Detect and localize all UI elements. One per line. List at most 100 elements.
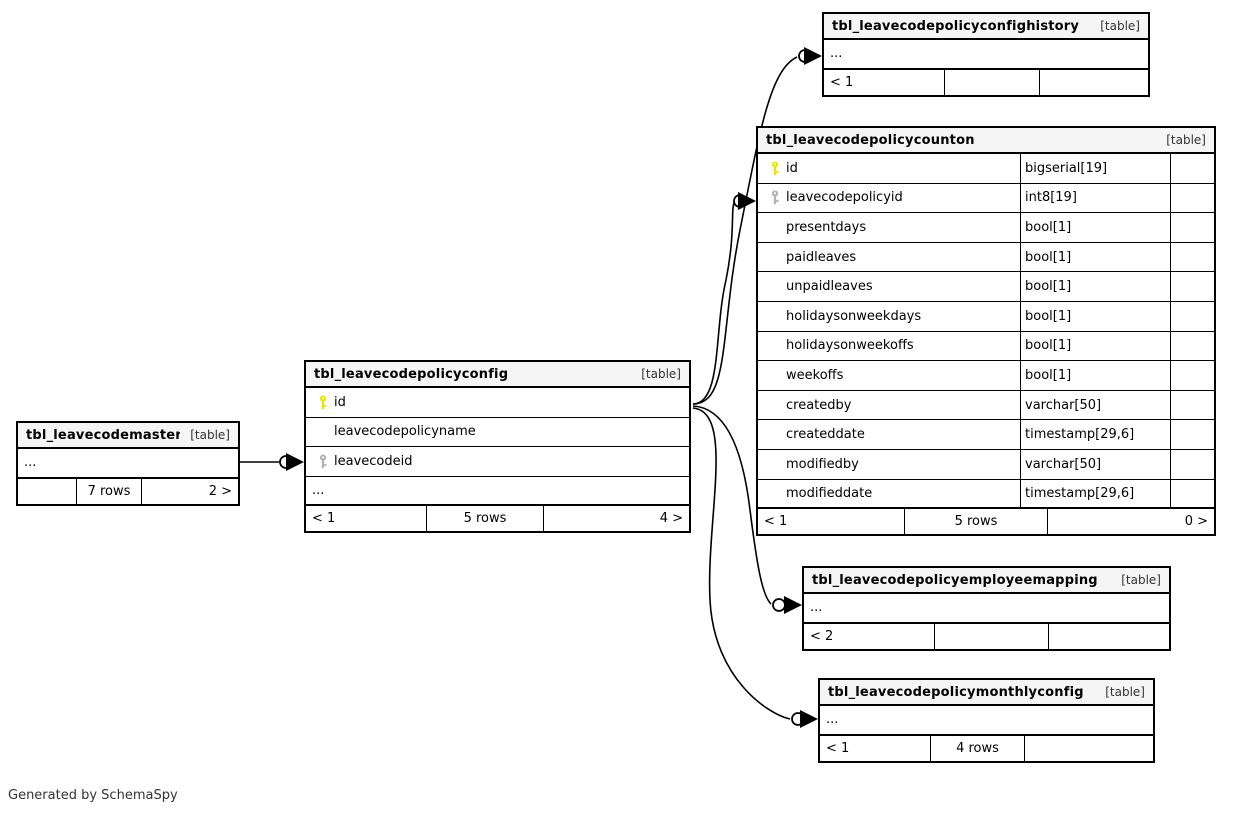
- column-extra-cell: [1170, 154, 1214, 183]
- column-name-cell: paidleaves: [758, 243, 1020, 272]
- column-row[interactable]: leavecodeid: [306, 447, 689, 477]
- column-name-label: createddate: [786, 427, 865, 443]
- column-row[interactable]: createddate timestamp[29,6]: [758, 420, 1214, 450]
- table-type-tag: [table]: [190, 428, 230, 442]
- foreign-key-icon: [764, 190, 786, 205]
- column-name-label: leavecodepolicyid: [786, 190, 903, 206]
- column-extra-cell: [1170, 390, 1214, 420]
- table-header: tbl_leavecodepolicycounton[table]: [758, 128, 1214, 154]
- columns-collapsed-ellipsis[interactable]: ...: [820, 706, 1153, 736]
- table-header: tbl_leavecodemaster[table]: [18, 423, 238, 449]
- column-type-cell: bool[1]: [1020, 331, 1170, 361]
- footer-parent-count[interactable]: [18, 479, 76, 504]
- column-type-cell: bool[1]: [1020, 361, 1170, 390]
- footer-parent-count[interactable]: < 2: [810, 628, 834, 644]
- footer-row-count: 5 rows: [904, 509, 1048, 535]
- footer-child-count[interactable]: 2 >: [208, 483, 232, 499]
- table-header: tbl_leavecodepolicyconfig [table]: [306, 362, 689, 388]
- footer-row-count: 5 rows: [426, 506, 544, 532]
- table-footer: < 1 5 rows 0 >: [758, 509, 1214, 535]
- column-type-cell: timestamp[29,6]: [1020, 479, 1170, 508]
- table-type-tag: [table]: [1121, 573, 1161, 587]
- column-name-label: presentdays: [786, 219, 867, 235]
- table-header: tbl_leavecodepolicymonthlyconfig[table]: [820, 680, 1153, 706]
- column-extra-cell: [1170, 449, 1214, 479]
- column-extra-cell: [1170, 272, 1214, 301]
- table-node-config[interactable]: tbl_leavecodepolicyconfig [table] id leavec…: [304, 360, 691, 534]
- column-row[interactable]: id: [306, 388, 689, 418]
- primary-key-icon: [312, 395, 334, 410]
- config-arrowhead: [286, 453, 304, 471]
- column-name-cell: weekoffs: [758, 361, 1020, 390]
- column-name-label: leavecodepolicyname: [334, 424, 476, 440]
- counton-arrowhead: [738, 192, 756, 210]
- footer-parent-count[interactable]: < 1: [830, 74, 854, 90]
- employeemapping-optional-marker: [772, 598, 786, 612]
- footer-child-count[interactable]: [1025, 736, 1153, 761]
- table-type-tag: [table]: [641, 367, 681, 381]
- table-node-employeemapping[interactable]: tbl_leavecodepolicyemployeemapping[table…: [802, 566, 1171, 651]
- column-name-cell: id: [758, 154, 1020, 183]
- column-extra-cell: [1170, 361, 1214, 390]
- columns-collapsed-ellipsis[interactable]: ...: [804, 594, 1169, 624]
- column-type-cell: bool[1]: [1020, 242, 1170, 272]
- primary-key-icon: [764, 161, 786, 176]
- table-footer: < 1 5 rows 4 >: [306, 506, 689, 532]
- columns-collapsed-ellipsis[interactable]: ...: [306, 477, 689, 507]
- footer-child-count[interactable]: [1040, 70, 1148, 95]
- footer-parent-count[interactable]: < 1: [764, 514, 788, 530]
- footer-child-count[interactable]: 4 >: [659, 511, 683, 527]
- confighistory-optional-marker: [798, 49, 812, 63]
- column-list: ...: [18, 449, 238, 479]
- column-row[interactable]: leavecodepolicyname: [306, 418, 689, 448]
- column-type-cell: timestamp[29,6]: [1020, 420, 1170, 449]
- column-list: id leavecodepolicyname leavecodeid...: [306, 388, 689, 507]
- column-name-label: createdby: [786, 397, 852, 413]
- column-name-cell: leavecodepolicyid: [758, 184, 1020, 213]
- confighistory-arrowhead: [804, 47, 822, 65]
- column-type-cell: bool[1]: [1020, 272, 1170, 301]
- foreign-key-icon: [312, 454, 334, 469]
- footer-row-count: [934, 623, 1049, 649]
- footer-child-count[interactable]: 0 >: [1184, 514, 1208, 530]
- column-name-cell: unpaidleaves: [758, 272, 1020, 301]
- column-extra-cell: [1170, 183, 1214, 213]
- table-title: tbl_leavecodepolicyconfig: [314, 366, 509, 382]
- columns-collapsed-ellipsis[interactable]: ...: [18, 449, 238, 479]
- column-row[interactable]: holidaysonweekdays bool[1]: [758, 301, 1214, 332]
- column-name-label: weekoffs: [786, 367, 844, 383]
- column-extra-cell: [1170, 213, 1214, 242]
- table-title: tbl_leavecodepolicyconfighistory: [832, 18, 1080, 34]
- footer-parent-count[interactable]: < 1: [312, 511, 336, 527]
- column-row[interactable]: weekoffs bool[1]: [758, 361, 1214, 391]
- footer-child-count[interactable]: [1049, 624, 1169, 649]
- table-node-monthlyconfig[interactable]: tbl_leavecodepolicymonthlyconfig[table].…: [818, 678, 1155, 763]
- counton-optional-marker: [733, 194, 747, 208]
- monthlyconfig-optional-marker: [791, 712, 805, 726]
- column-name-label: leavecodeid: [334, 453, 413, 469]
- table-header: tbl_leavecodepolicyconfighistory[table]: [824, 14, 1148, 40]
- footer-parent-count[interactable]: < 1: [826, 740, 850, 756]
- column-name-label: id: [786, 160, 798, 176]
- column-name-cell: modifiedby: [758, 450, 1020, 479]
- columns-collapsed-ellipsis[interactable]: ...: [824, 40, 1148, 70]
- column-name-cell: leavecodeid: [306, 447, 689, 476]
- column-row[interactable]: createdby varchar[50]: [758, 390, 1214, 421]
- column-type-cell: bool[1]: [1020, 301, 1170, 331]
- column-name-label: holidaysonweekdays: [786, 308, 922, 324]
- table-node-confighistory[interactable]: tbl_leavecodepolicyconfighistory[table].…: [822, 12, 1150, 97]
- column-list: ...: [820, 706, 1153, 736]
- column-type-cell: varchar[50]: [1020, 390, 1170, 420]
